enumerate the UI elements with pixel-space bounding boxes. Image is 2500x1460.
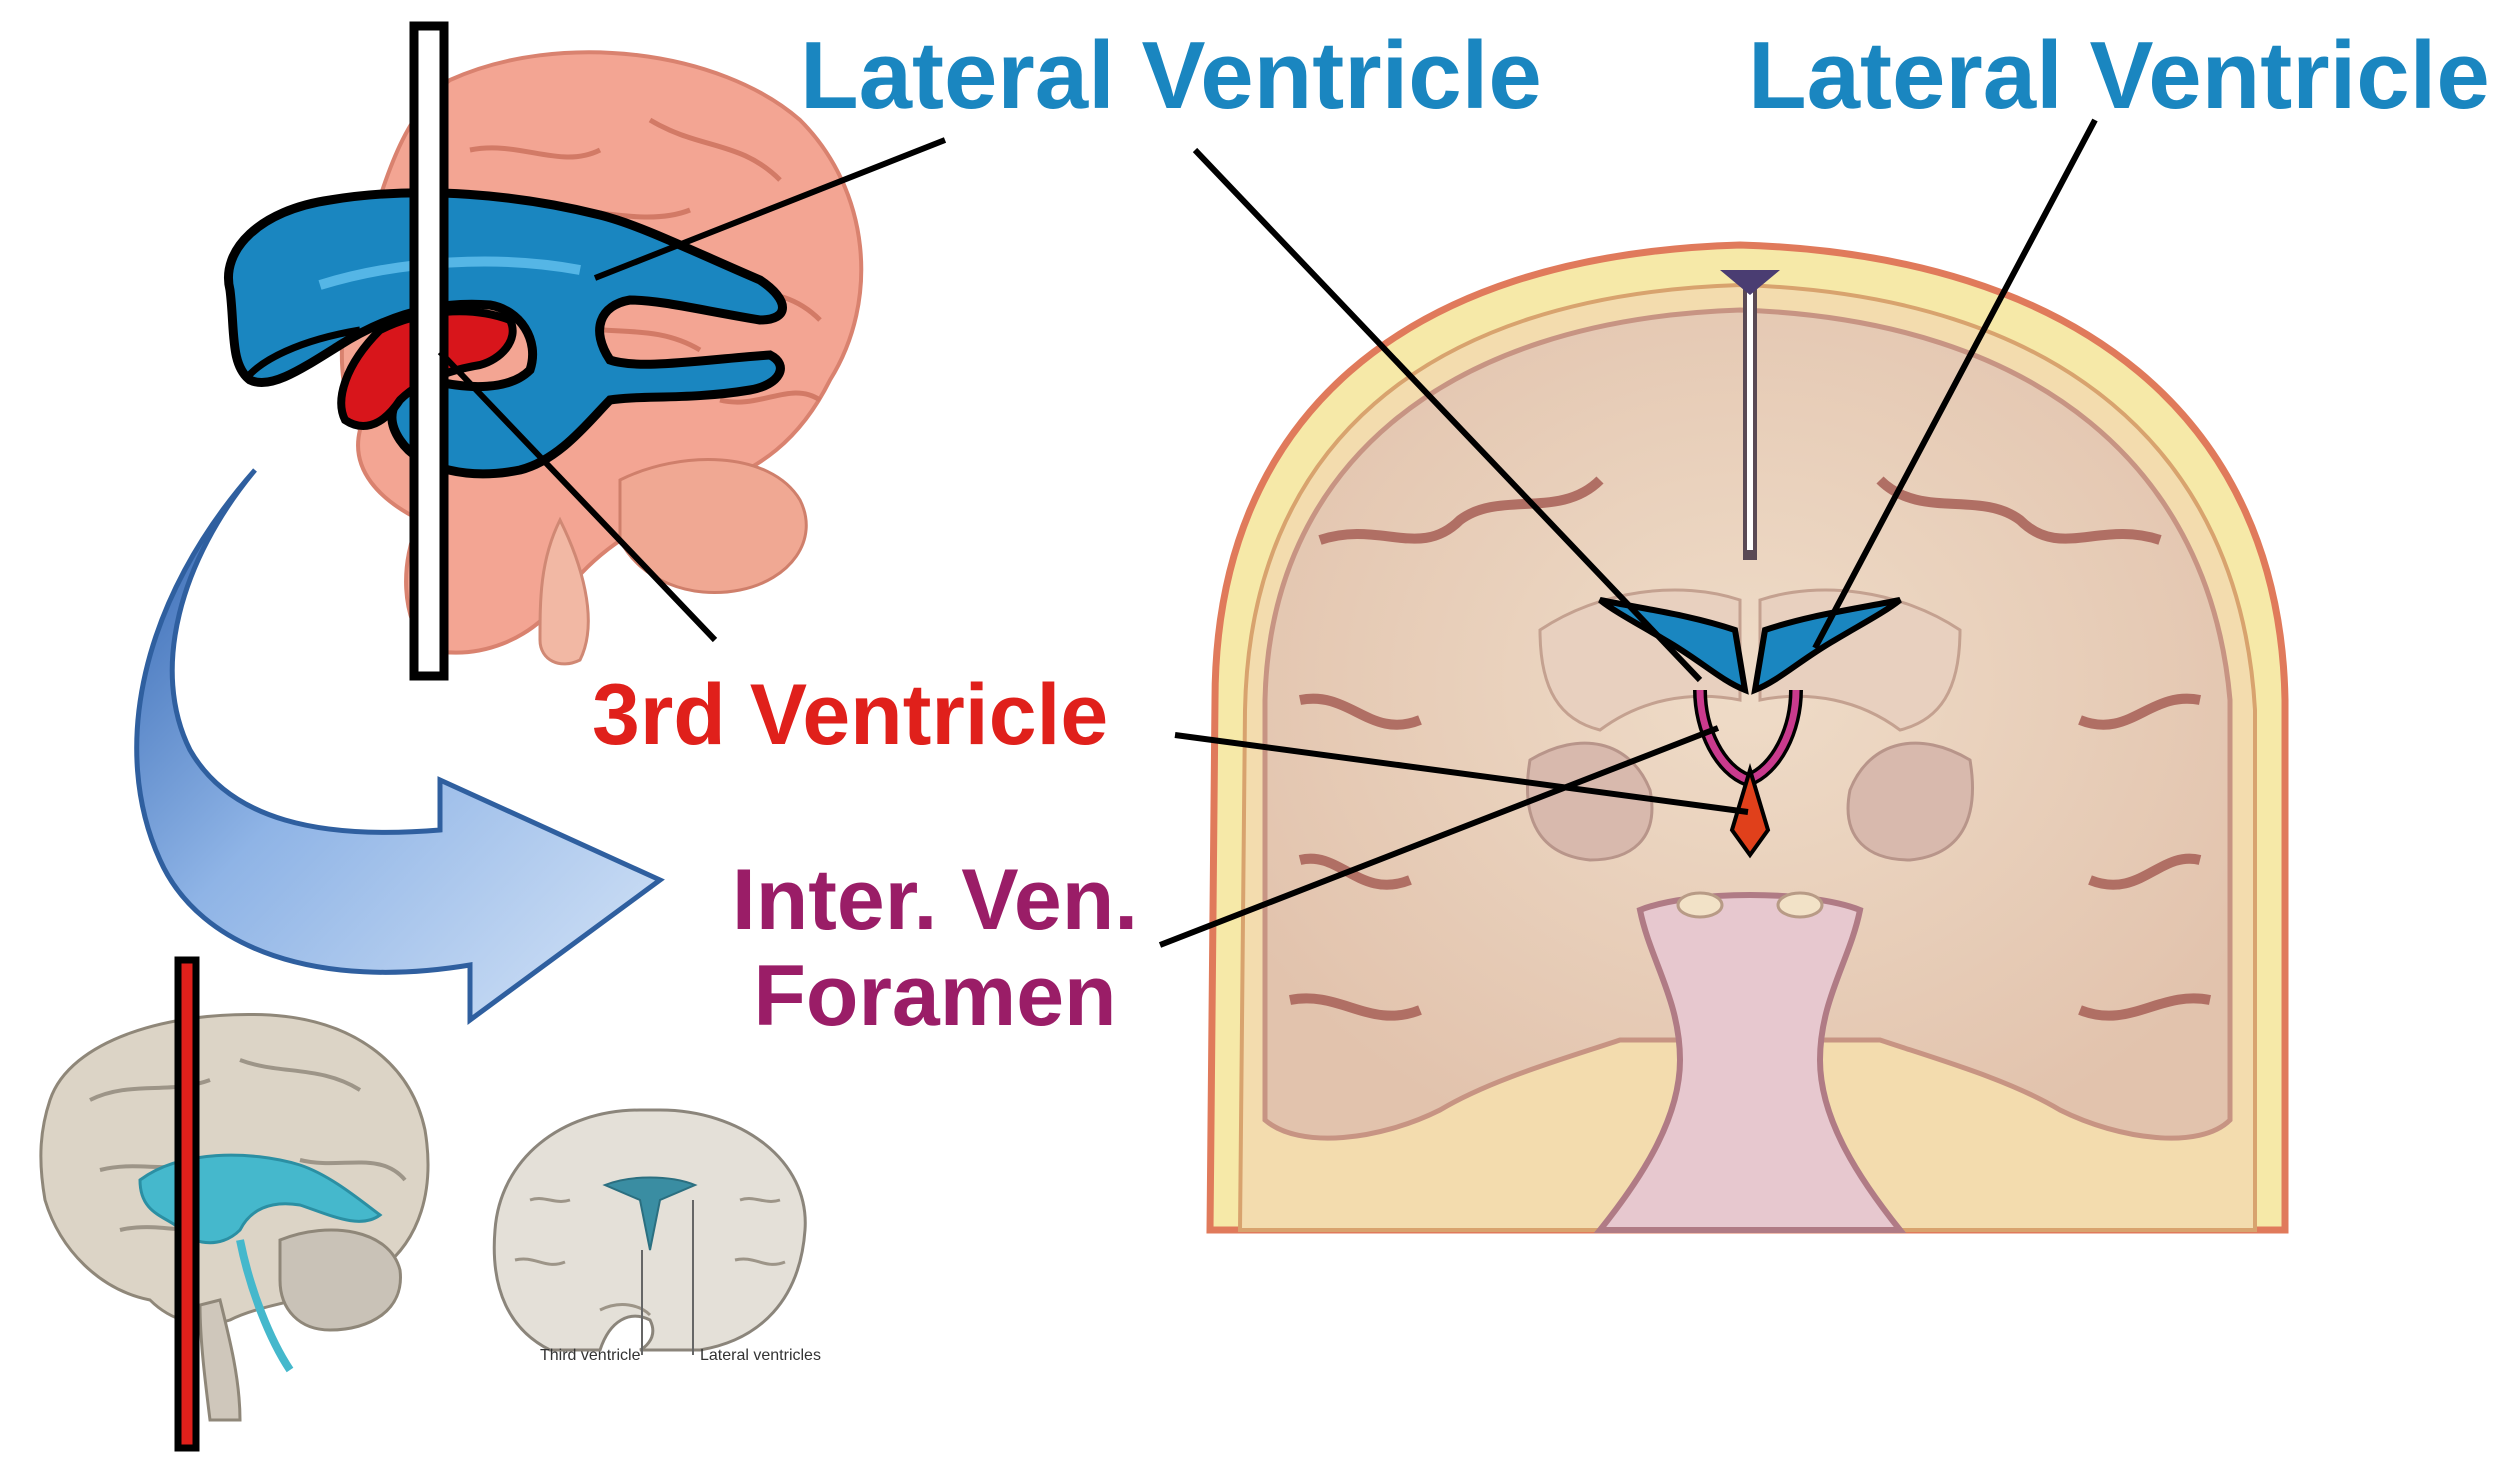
small-slice-marker — [174, 956, 200, 1452]
lateral-ventricle-right-shape — [1751, 597, 1902, 695]
brainstem — [538, 516, 590, 666]
small-brain-aqueduct — [236, 1239, 294, 1373]
label-foramen-line2: Foramen — [753, 948, 1117, 1045]
leader-lateral-top-left — [593, 137, 947, 281]
lateral-ventricle-shape — [224, 188, 787, 479]
small-coronal-sulci — [514, 1197, 786, 1317]
ventricle-highlight — [318, 256, 581, 290]
sagittal-sinus — [1720, 270, 1780, 295]
thumbnail-label-third-ventricle: Third ventricle — [540, 1347, 641, 1364]
leader-third-ventricle — [1174, 732, 1749, 815]
optic-left — [1676, 891, 1724, 919]
ventricle-inferior-horn — [242, 326, 361, 383]
putamen-left — [1526, 741, 1654, 862]
coronal-section-illustration — [1206, 241, 2289, 1234]
leader-lateral-right — [1812, 118, 2098, 650]
optic-right — [1776, 891, 1824, 919]
label-interventricular-foramen: Inter. Ven. Foramen — [700, 852, 1170, 1045]
leader-foramen — [1158, 725, 1720, 948]
small-brain-sulci — [89, 1058, 407, 1233]
putamen-right — [1846, 741, 1974, 862]
brain-coronal — [1262, 307, 2233, 1141]
lateral-ventricle-left-shape — [1598, 597, 1749, 695]
lateral-brain-illustration — [224, 21, 864, 681]
leader-third-top-left — [437, 349, 718, 643]
curved-arrow-icon — [134, 468, 665, 1025]
label-third-ventricle: 3rd Ventricle — [592, 667, 1109, 763]
leader-lateral-left — [1192, 147, 1703, 683]
leader-lines — [437, 118, 2098, 948]
small-brain-stem — [198, 1298, 242, 1422]
slice-plane-marker — [409, 21, 449, 681]
label-lateral-ventricle-left: Lateral Ventricle — [800, 22, 1542, 129]
brainstem-coronal — [1593, 892, 1907, 1233]
small-coronal-section — [492, 1108, 807, 1355]
cerebellum — [618, 458, 808, 595]
small-brain-cerebellum — [278, 1228, 402, 1332]
label-lateral-ventricle-right: Lateral Ventricle — [1748, 22, 2490, 129]
thumbnail-label-lateral-ventricles: Lateral ventricles — [700, 1347, 821, 1364]
small-coronal-ventricles — [602, 1176, 698, 1251]
small-lateral-brain — [39, 956, 430, 1452]
label-foramen-line1: Inter. Ven. — [731, 852, 1139, 948]
